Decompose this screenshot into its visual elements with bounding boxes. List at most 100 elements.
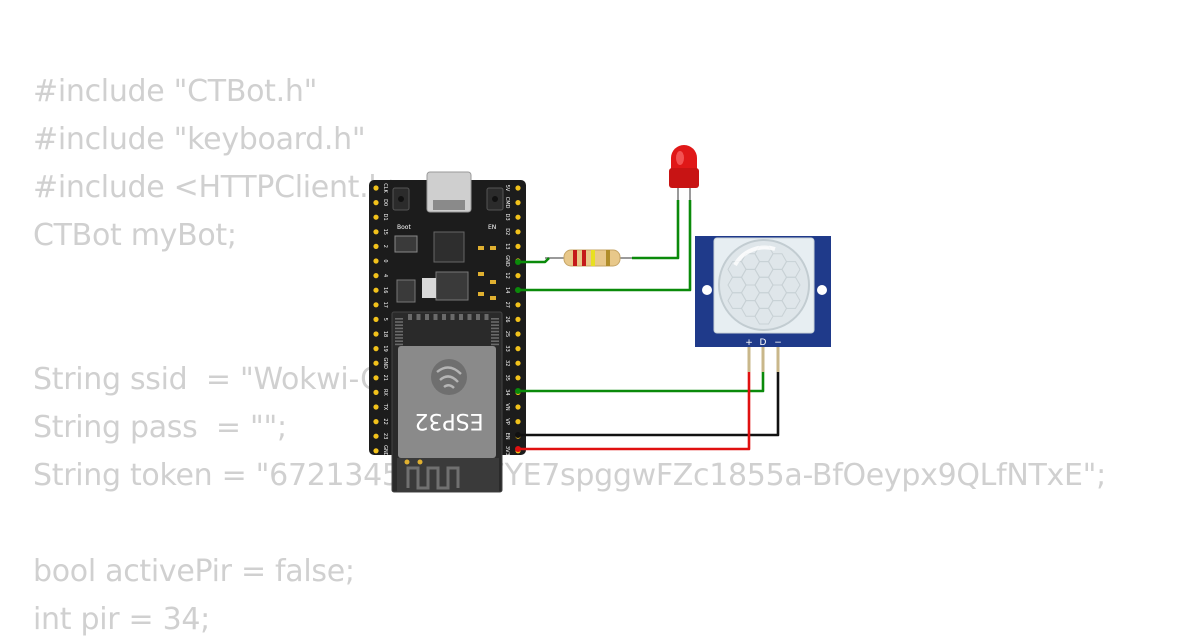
pin-label: GND [382,445,388,457]
pin-right[interactable] [515,185,521,191]
pin-left[interactable] [373,389,379,395]
pin-label: GND [504,255,510,267]
pin-left[interactable] [373,258,379,264]
esp32-right-pin-header: 5VCMDD3D213GND121427262533323534VNVPEN3V… [504,185,521,456]
pin-left[interactable] [373,448,379,454]
wire-junction-34 [515,388,521,394]
wire-resistor-to-led[interactable] [632,200,680,260]
pin-right[interactable] [515,273,521,279]
code-line: CTBot myBot; [33,218,237,253]
pin-label: D0 [382,199,388,206]
pin-label: D2 [504,228,510,235]
module-pad [425,314,429,320]
pir-sensor[interactable]: + D − [695,236,831,372]
lens-cell [781,292,801,309]
module-pad [433,314,438,320]
pin-right[interactable] [515,404,521,410]
pin-label: CMD [504,197,510,209]
smd-part-2 [490,246,496,250]
pir-pin-label-gnd: − [774,338,782,348]
pin-right[interactable] [515,346,521,352]
regulator-chip [394,235,418,253]
pin-left[interactable] [373,404,379,410]
led-dome [671,145,697,170]
pir-lens-pattern [727,245,801,325]
module-pad [491,321,499,323]
module-pad [476,314,480,320]
code-line: #include "CTBot.h" [33,74,318,109]
pin-left[interactable] [373,346,379,352]
pin-label: 18 [382,331,388,337]
wroom-shield [398,346,496,458]
pin-right[interactable] [515,229,521,235]
pin-label: 14 [504,287,510,293]
module-pads [395,314,499,346]
esp32-board[interactable]: Boot EN ESP32 CLKD0D115204161751819GND21… [369,171,526,493]
circuit-diagram: Boot EN ESP32 CLKD0D115204161751819GND21… [369,145,831,493]
wire-gpio12-to-led[interactable] [518,200,692,292]
pin-label: 15 [382,229,388,235]
resistor-band-1 [573,250,577,266]
module-pad [395,318,403,320]
pin-left[interactable] [373,419,379,425]
pin-right[interactable] [515,243,521,249]
pin-left[interactable] [373,375,379,381]
module-pad [491,337,499,339]
pin-label: 13 [504,243,510,249]
module-pad [450,314,455,320]
pin-left[interactable] [373,433,379,439]
led-highlight [676,151,684,165]
pin-right[interactable] [515,375,521,381]
module-pad [484,314,489,320]
pir-lens-highlight [733,245,776,267]
pin-left[interactable] [373,287,379,293]
module-pad [442,314,446,320]
module-pad [491,334,499,336]
pir-fresnel-lens [718,239,810,331]
pin-label: 2 [382,245,388,248]
pin-left[interactable] [373,243,379,249]
wire-gnd-to-resistor[interactable] [518,257,550,264]
pin-left[interactable] [373,185,379,191]
module-pad [491,327,499,330]
pin-right[interactable] [515,331,521,337]
pin-right[interactable] [515,360,521,366]
resistor-band-2 [582,250,586,266]
diode-chip [396,279,416,303]
module-pad [467,314,472,320]
pin-right[interactable] [515,200,521,206]
wire-gpio34-to-pir-data[interactable] [518,372,765,393]
pin-left[interactable] [373,214,379,220]
module-pad [395,343,403,346]
module-pad [395,321,403,323]
pin-label: D3 [504,214,510,221]
wire-gnd-to-pir[interactable] [518,372,780,437]
pin-left[interactable] [373,273,379,279]
pin-label: 22 [382,418,388,424]
smd-part-5 [478,292,484,296]
pin-right[interactable] [515,316,521,322]
pin-right[interactable] [515,214,521,220]
pin-left[interactable] [373,316,379,322]
espressif-logo-mark [436,366,462,389]
pin-right[interactable] [515,419,521,425]
wire-3v3-to-pir[interactable] [518,372,751,451]
wires [518,200,780,451]
led-base [669,168,699,188]
pin-label: 21 [382,375,388,381]
pin-right[interactable] [515,302,521,308]
pin-left[interactable] [373,229,379,235]
pin-label: 23 [382,433,388,439]
pin-left[interactable] [373,331,379,337]
pin-left[interactable] [373,302,379,308]
pin-label: 34 [504,389,510,395]
pin-left[interactable] [373,360,379,366]
pin-label: 0 [382,259,388,262]
boot-label: Boot [397,224,411,231]
resistor[interactable] [545,249,632,267]
red-led[interactable] [669,145,699,203]
wire-junction-gnd [515,259,521,265]
pin-left[interactable] [373,200,379,206]
module-pad [416,314,421,320]
